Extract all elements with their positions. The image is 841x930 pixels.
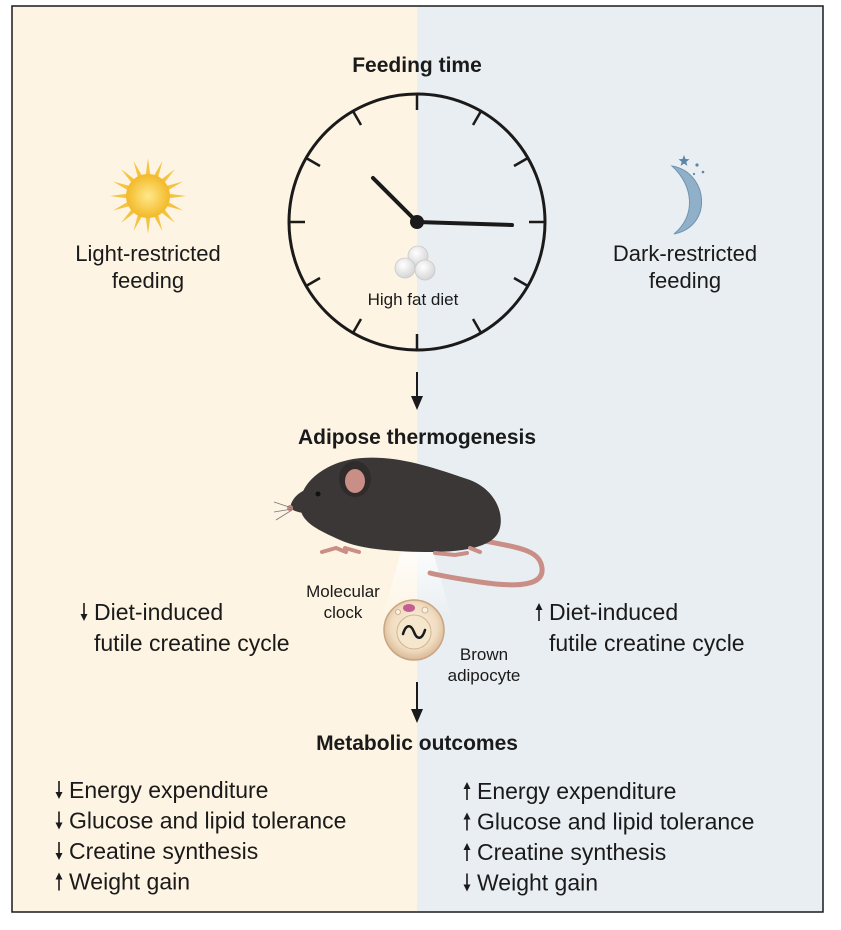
up-arrow-icon: [463, 843, 471, 861]
mouse-icon: [273, 457, 545, 588]
metabolic-outcomes-heading: Metabolic outcomes: [316, 732, 518, 755]
moon-icon: [670, 155, 705, 235]
light-outcome-4: Weight gain: [69, 869, 190, 895]
down-arrow-icon: [411, 682, 423, 723]
light-cycle-line1: Diet-induced: [94, 599, 223, 625]
feeding-time-heading: Feeding time: [352, 54, 482, 77]
brown-adipocyte-label-line1: Brown: [460, 645, 508, 664]
down-arrow-icon: [411, 372, 423, 410]
molecular-clock-label-line2: clock: [324, 603, 363, 622]
figure-border: [11, 5, 824, 913]
light-restricted-label-line2: feeding: [112, 268, 184, 293]
down-arrow-icon: [80, 603, 88, 621]
light-cycle-line2: futile creatine cycle: [94, 630, 290, 656]
up-arrow-icon: [463, 782, 471, 800]
down-arrow-icon: [463, 873, 471, 892]
light-restricted-label-line1: Light-restricted: [75, 241, 221, 266]
dark-outcome-3: Creatine synthesis: [477, 839, 666, 865]
clock-minute-hand: [415, 220, 514, 227]
clock-hour-hand: [371, 176, 419, 224]
light-outcome-1: Energy expenditure: [69, 777, 268, 803]
clock-ticks: [289, 94, 545, 350]
dark-phase-panel: [417, 6, 823, 912]
brown-adipocyte-icon: [383, 599, 445, 661]
clock-icon: [287, 92, 547, 352]
dark-cycle-line2: futile creatine cycle: [549, 630, 745, 656]
molecular-clock-label-line1: Molecular: [306, 582, 380, 601]
high-fat-diet-label: High fat diet: [368, 290, 459, 309]
up-arrow-icon: [535, 603, 543, 621]
down-arrow-icon: [55, 842, 63, 860]
up-arrow-icon: [55, 872, 63, 891]
adipose-thermogenesis-heading: Adipose thermogenesis: [298, 426, 536, 449]
up-arrow-icon: [463, 812, 471, 831]
dark-cycle-line1: Diet-induced: [549, 599, 678, 625]
light-outcome-2: Glucose and lipid tolerance: [69, 808, 346, 834]
brown-adipocyte-label-line2: adipocyte: [448, 666, 521, 685]
light-beam: [384, 548, 450, 612]
light-outcome-3: Creatine synthesis: [69, 838, 258, 864]
dark-restricted-label-line2: feeding: [649, 268, 721, 293]
food-pellets-icon: [394, 245, 436, 281]
dark-outcome-2: Glucose and lipid tolerance: [477, 809, 754, 835]
clock-center: [410, 215, 424, 229]
light-phase-panel: [12, 6, 417, 912]
dark-restricted-label-line1: Dark-restricted: [613, 241, 757, 266]
down-arrow-icon: [55, 811, 63, 830]
dark-outcome-4: Weight gain: [477, 870, 598, 896]
sun-icon: [110, 158, 186, 234]
down-arrow-icon: [55, 781, 63, 799]
dark-outcome-1: Energy expenditure: [477, 778, 676, 804]
